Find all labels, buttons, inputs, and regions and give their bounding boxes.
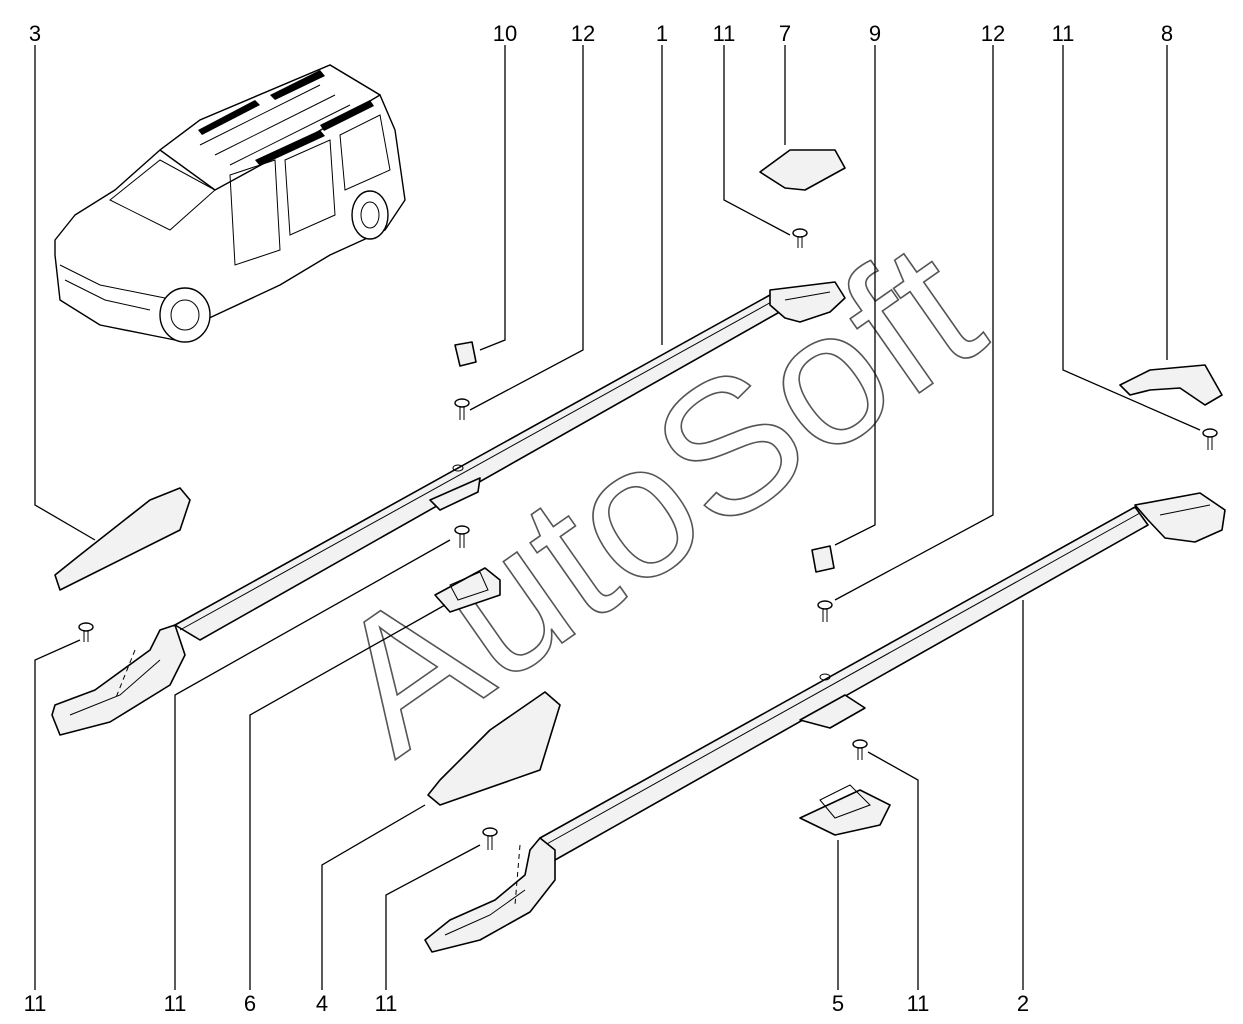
callout-bottom-1: 11 (164, 991, 187, 1016)
callout-bottom-3: 4 (316, 991, 328, 1016)
callout-bottom-6: 11 (907, 991, 930, 1016)
callout-top-1: 10 (493, 21, 517, 46)
screw-12-upper (454, 398, 470, 420)
callout-top-9: 8 (1161, 21, 1173, 46)
callout-bottom-5: 5 (832, 991, 844, 1016)
screw-12-lower (817, 600, 833, 622)
support-bracket-6 (434, 567, 501, 613)
screw-5 (852, 739, 868, 760)
callout-top-4: 11 (713, 21, 736, 46)
screw-11-front (482, 827, 498, 850)
callout-bottom-2: 6 (244, 991, 256, 1016)
callout-bottom-4: 11 (375, 991, 398, 1016)
callout-top-3: 1 (656, 21, 668, 46)
plug-9 (811, 545, 835, 573)
car-illustration (54, 64, 406, 343)
screws (78, 228, 1218, 850)
callout-bottom-7: 2 (1017, 991, 1029, 1016)
screw-11-left (78, 622, 94, 642)
front-cover-right (427, 691, 561, 806)
support-bracket-5 (799, 784, 891, 836)
callout-top-0: 3 (29, 21, 41, 46)
rear-cover-7 (759, 149, 846, 191)
callouts-bottom: 11 11 6 4 11 5 11 2 (24, 991, 1030, 1016)
callout-top-2: 12 (571, 21, 595, 46)
rear-cover-8 (1119, 364, 1223, 406)
callout-bottom-0: 11 (24, 991, 47, 1016)
screw-6 (454, 525, 470, 548)
front-cover-left (54, 487, 191, 591)
roof-rail-right (424, 492, 1226, 953)
screw-11-upper (792, 228, 808, 248)
plug-10 (454, 341, 477, 367)
screw-11-right-rear (1202, 428, 1218, 450)
callout-top-6: 9 (869, 21, 881, 46)
callout-top-7: 12 (981, 21, 1005, 46)
callouts-top: 3 10 12 1 11 7 9 12 11 8 (29, 21, 1173, 46)
roof-rail-left (51, 281, 846, 736)
callout-top-5: 7 (779, 21, 791, 46)
leader-lines (34, 45, 1201, 990)
callout-top-8: 11 (1052, 21, 1075, 46)
